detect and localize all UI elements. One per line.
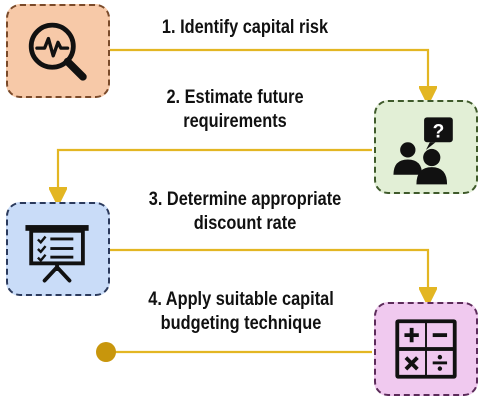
people-question-icon: ? (393, 117, 453, 185)
calculator-icon (395, 319, 457, 379)
step-3-label: 3. Determine appropriate discount rate (138, 188, 353, 236)
step-2-label-line-2: requirements (183, 111, 287, 132)
step-4-label-line-2: budgeting technique (160, 313, 322, 334)
step-1-label-line-1: 1. Identify capital risk (161, 17, 329, 38)
connector-2-to-3 (58, 148, 372, 196)
step-4-label-line-1: 4. Apply suitable capital (148, 289, 334, 310)
end-dot (96, 342, 116, 362)
step-2-box: ? (374, 100, 478, 194)
step-2-label: 2. Estimate future requirements (128, 86, 343, 134)
magnifier-pulse-icon (28, 22, 87, 81)
step-3-label-line-2: discount rate (193, 213, 297, 234)
step-4-label: 4. Apply suitable capital budgeting tech… (134, 288, 349, 336)
svg-text:?: ? (433, 121, 445, 142)
step-4-box (374, 302, 478, 396)
step-1-label: 1. Identify capital risk (138, 16, 353, 40)
connector-1-to-2 (110, 48, 428, 95)
connector-3-to-4 (110, 248, 428, 296)
step-1-box (6, 4, 110, 98)
presentation-board-icon (25, 225, 89, 283)
step-3-box (6, 202, 110, 296)
step-3-label-line-1: 3. Determine appropriate (148, 189, 342, 210)
step-2-label-line-1: 2. Estimate future (166, 87, 304, 108)
